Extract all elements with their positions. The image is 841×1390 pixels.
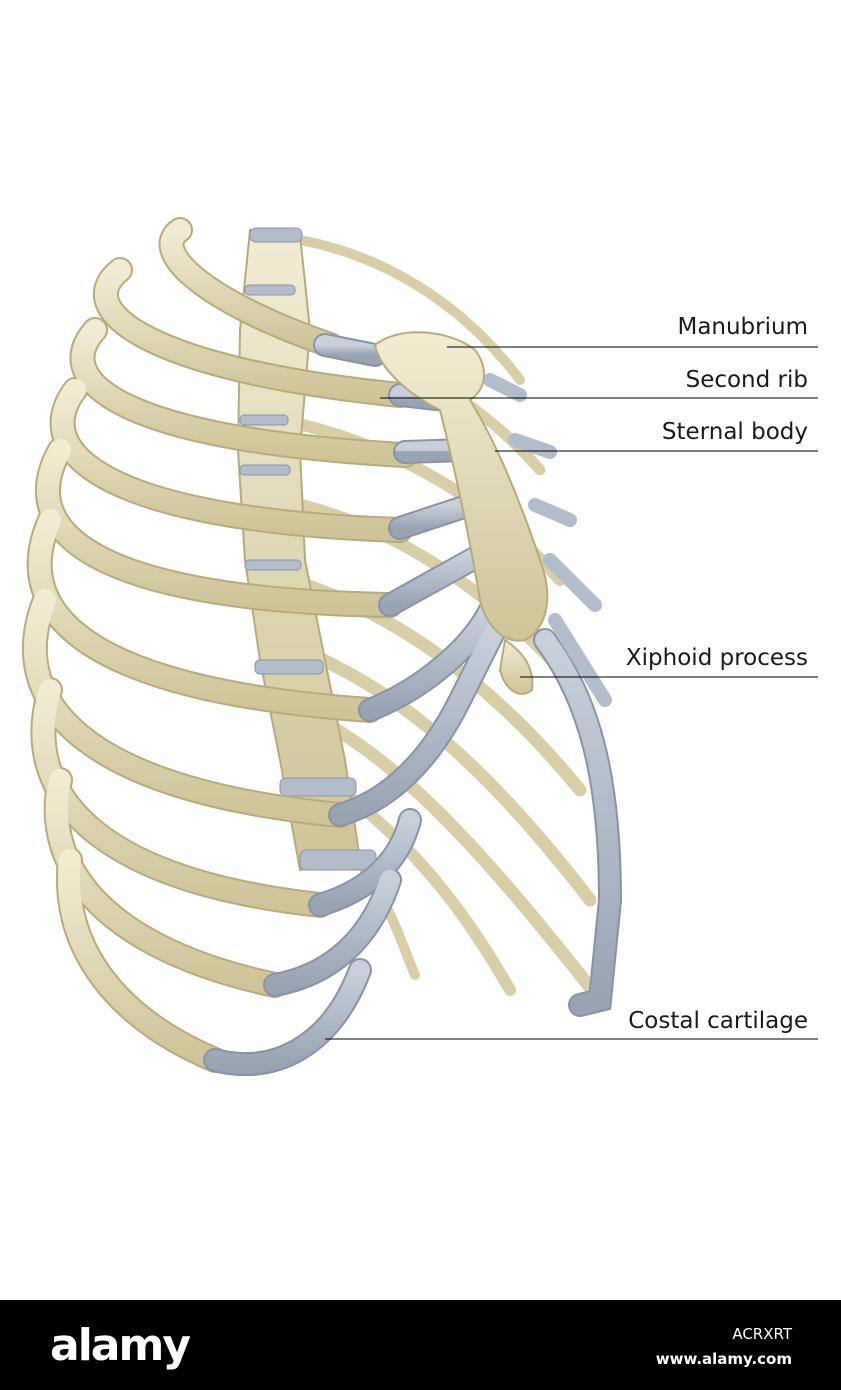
watermark-footer: alamy ACRXRT www.alamy.com — [0, 1300, 841, 1390]
image-id: ACRXRT — [732, 1325, 792, 1343]
label-xiphoid-process: Xiphoid process — [625, 645, 808, 671]
rib-cage-illustration — [21, 217, 818, 1077]
brand-logo: alamy — [50, 1320, 191, 1371]
sternum — [373, 331, 549, 695]
label-manubrium: Manubrium — [677, 314, 808, 340]
label-sternal-body: Sternal body — [661, 419, 808, 445]
leader-lines — [325, 346, 818, 1040]
site-url: www.alamy.com — [655, 1350, 792, 1368]
label-second-rib: Second rib — [685, 367, 808, 393]
anterior-ribs — [21, 217, 418, 1073]
costal-cartilages — [203, 333, 623, 1077]
label-costal-cartilage: Costal cartilage — [628, 1008, 808, 1034]
